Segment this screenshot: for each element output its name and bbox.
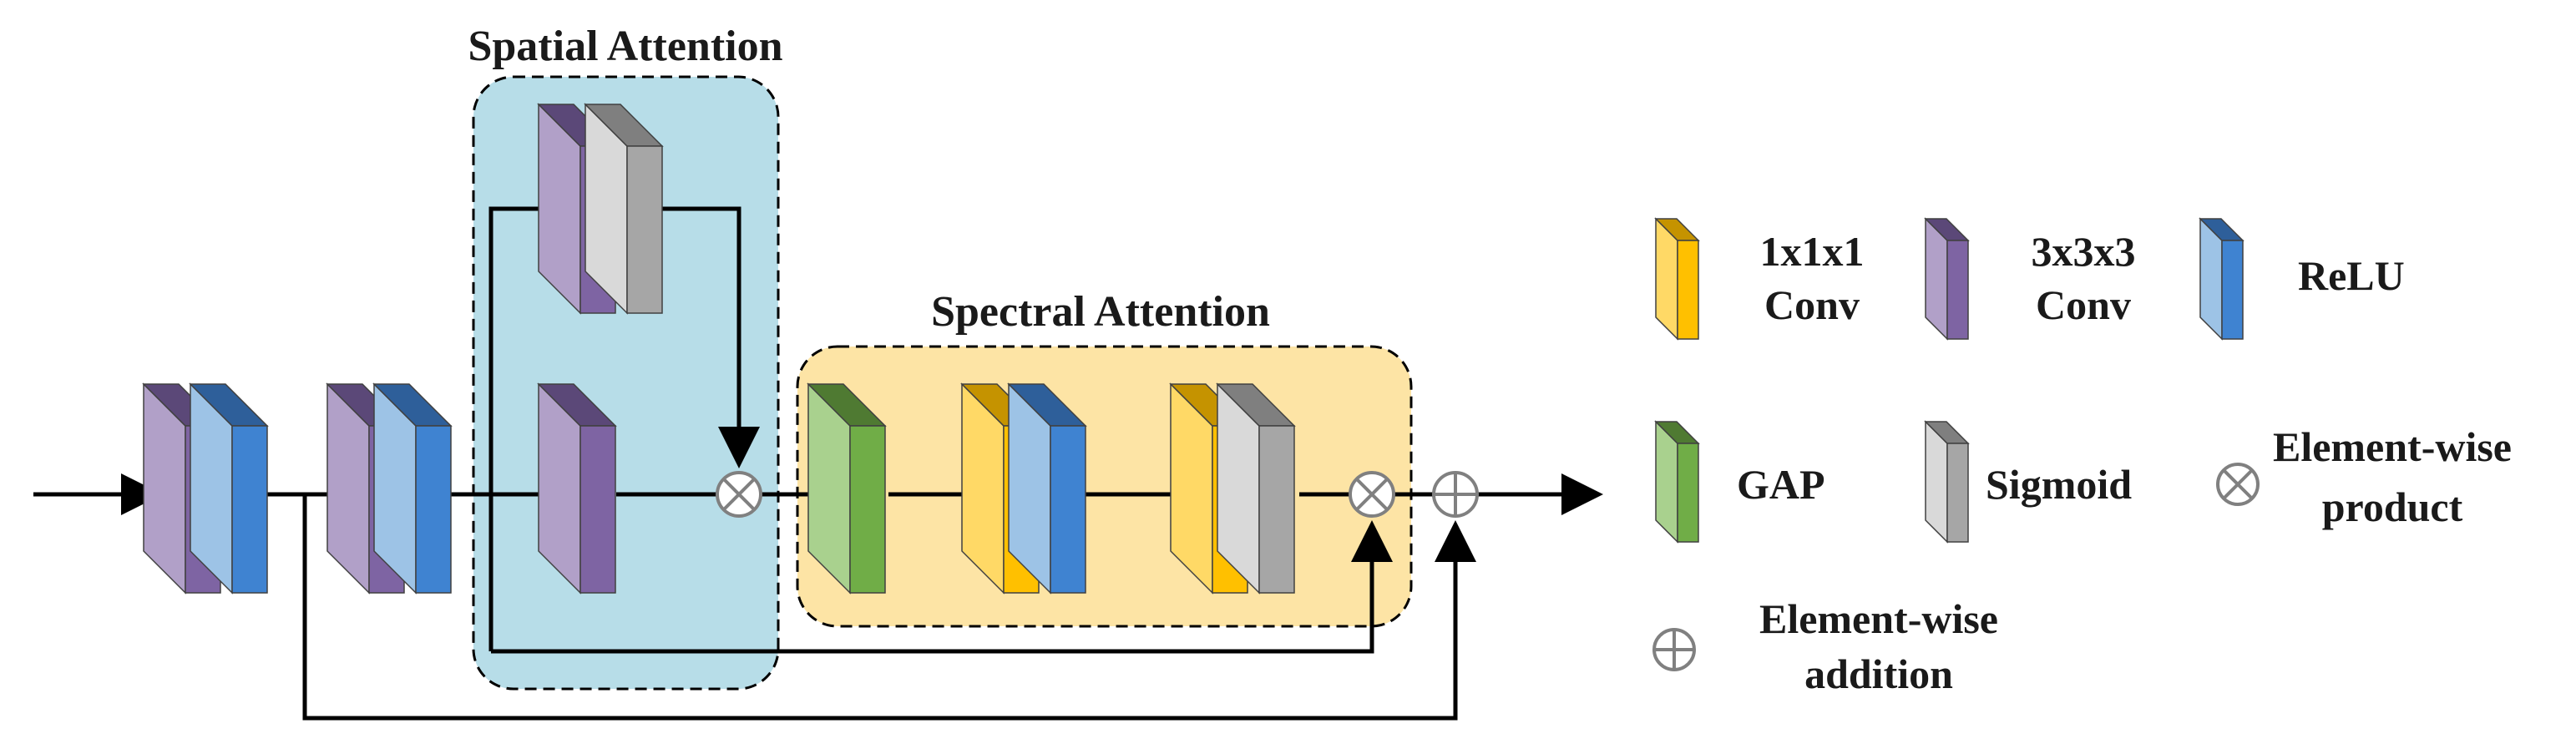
spatial-branch-line — [488, 206, 559, 651]
gap-block — [807, 382, 887, 595]
legend-label-gap: GAP — [1737, 461, 1825, 508]
legend-label-addition-line1: Element-wise — [1759, 595, 1998, 642]
legend-conv3x3-icon — [1924, 217, 1970, 341]
conv3x3-block — [537, 382, 617, 595]
spectral-attention-title: Spectral Attention — [931, 288, 1270, 336]
network-blocks — [142, 103, 1296, 595]
legend-sigmoid-icon — [1924, 420, 1970, 544]
legend-addition-icon — [1652, 628, 1696, 671]
relu-block — [189, 382, 269, 595]
residual-skip-arrow — [302, 494, 1476, 721]
spatial-branch-arrow — [661, 206, 760, 468]
legend-label-product-line2: product — [2322, 483, 2463, 530]
legend-label-sigmoid: Sigmoid — [1986, 461, 2132, 508]
legend-label-addition-line2: addition — [1804, 650, 1953, 697]
legend-label-conv1x1-line2: Conv — [1764, 281, 1860, 328]
spatial-to-spectral-arrow — [491, 520, 1393, 654]
legend-label-product-line1: Element-wise — [2273, 423, 2512, 470]
relu-block — [372, 382, 453, 595]
legend-product-icon — [2216, 463, 2260, 506]
sigmoid-block — [1216, 382, 1296, 595]
product-operator — [716, 471, 762, 518]
legend-label-relu: ReLU — [2298, 252, 2405, 299]
legend-swatches — [1654, 217, 2245, 544]
legend-conv1x1-icon — [1654, 217, 1700, 341]
spatial-attention-title: Spatial Attention — [468, 23, 782, 70]
legend-gap-icon — [1654, 420, 1700, 544]
legend-label-conv1x1-line1: 1x1x1 — [1760, 228, 1865, 275]
sigmoid-block — [584, 103, 664, 315]
spectral-attention-region — [796, 345, 1413, 628]
relu-block — [1007, 382, 1087, 595]
legend: 1x1x1 Conv 3x3x3 Conv ReLU GAP Sigmoid E… — [1652, 217, 2512, 697]
legend-relu-icon — [2199, 217, 2245, 341]
legend-label-conv3x3-line1: 3x3x3 — [2032, 228, 2136, 275]
addition-operator — [1432, 471, 1479, 518]
product-operator — [1349, 471, 1395, 518]
connections — [33, 206, 1603, 721]
legend-label-conv3x3-line2: Conv — [2036, 281, 2131, 328]
